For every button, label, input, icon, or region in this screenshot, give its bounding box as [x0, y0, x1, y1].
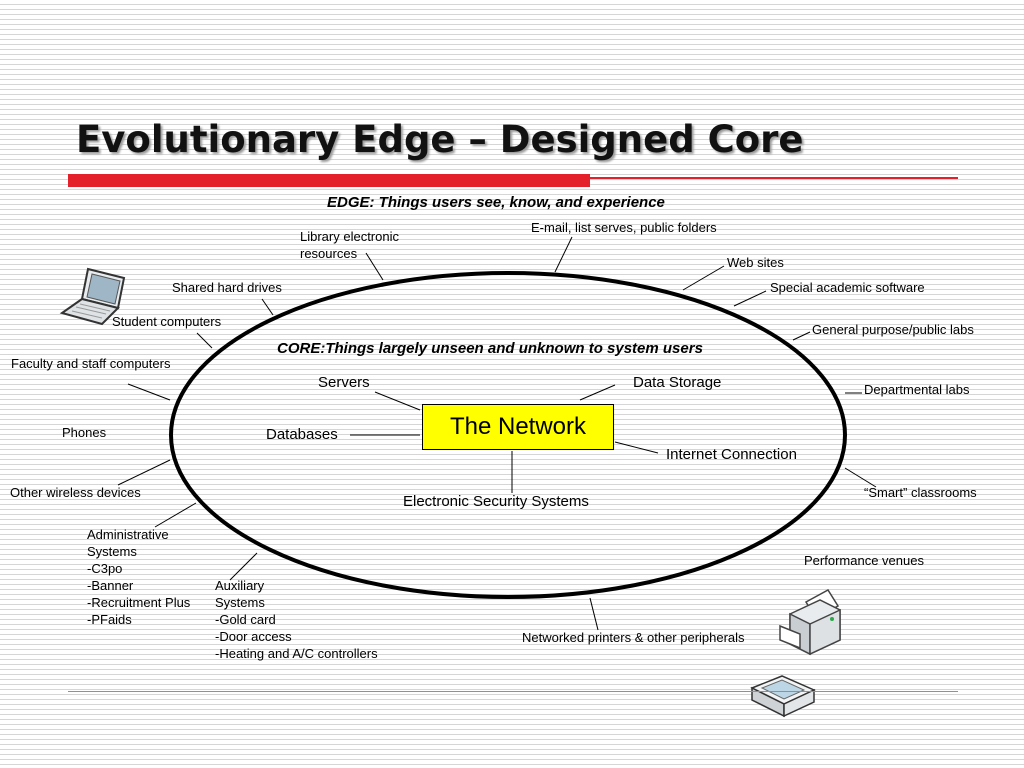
admin-systems-line: -C3po [87, 561, 123, 576]
core-servers: Servers [318, 374, 370, 391]
edge-library-line: Library electronic [300, 229, 399, 244]
connector-storage [579, 384, 616, 401]
printer-icon [779, 589, 841, 656]
slide-title: Evolutionary Edge – Designed Core [76, 118, 804, 161]
auxiliary-systems-line: -Heating and A/C controllers [215, 646, 378, 661]
edge-auxiliary-systems: Auxiliary Systems -Gold card -Door acces… [215, 577, 378, 662]
leader-wireless [117, 459, 171, 486]
auxiliary-systems-line: -Gold card [215, 612, 276, 627]
leader-general [792, 331, 811, 341]
edge-special-software: Special academic software [770, 280, 925, 295]
edge-email: E-mail, list serves, public folders [531, 220, 717, 235]
auxiliary-systems-line: -Door access [215, 629, 292, 644]
edge-wireless-devices: Other wireless devices [10, 485, 141, 500]
admin-systems-line: -Recruitment Plus [87, 595, 191, 610]
core-databases: Databases [266, 426, 338, 443]
core-data-storage: Data Storage [633, 374, 722, 391]
admin-systems-line: -PFaids [87, 612, 132, 627]
edge-library: Library electronic resources [300, 228, 399, 262]
leader-shared [261, 298, 274, 316]
connector-internet [614, 441, 659, 454]
title-underline-bar [68, 174, 590, 187]
edge-smart-classrooms: “Smart” classrooms [864, 485, 977, 500]
network-box: The Network [422, 404, 614, 450]
leader-auxiliary [229, 552, 258, 581]
footer-divider [68, 691, 958, 692]
edge-student-computers: Student computers [112, 314, 222, 329]
leader-admin [154, 502, 197, 528]
leader-library [365, 252, 384, 281]
title-underline-line [590, 177, 958, 179]
leader-special [733, 290, 767, 307]
admin-systems-line: -Banner [87, 578, 134, 593]
auxiliary-systems-line: Auxiliary [215, 578, 265, 593]
edge-shared-drives: Shared hard drives [172, 280, 282, 295]
leader-printers [589, 597, 599, 631]
admin-systems-line: Systems [87, 544, 137, 559]
edge-general-labs: General purpose/public labs [812, 322, 974, 337]
connector-servers [374, 391, 421, 411]
laptop-icon [59, 267, 126, 326]
edge-departmental-labs: Departmental labs [864, 382, 970, 397]
edge-faculty-computers: Faculty and staff computers [11, 356, 171, 371]
core-security-systems: Electronic Security Systems [403, 493, 589, 510]
edge-admin-systems: Administrative Systems -C3po -Banner -Re… [87, 526, 190, 628]
leader-smart [844, 467, 877, 488]
core-heading: CORE:Things largely unseen and unknown t… [277, 340, 703, 357]
edge-performance-venues: Performance venues [804, 553, 924, 568]
leader-faculty [127, 383, 171, 401]
core-ellipse [169, 271, 847, 599]
edge-library-line: resources [300, 246, 358, 261]
edge-heading: EDGE: Things users see, know, and experi… [327, 194, 665, 211]
admin-systems-line: Administrative [87, 527, 169, 542]
leader-student [196, 332, 213, 349]
scanner-icon [750, 675, 816, 718]
edge-phones: Phones [62, 425, 107, 440]
edge-web-sites: Web sites [727, 255, 784, 270]
auxiliary-systems-line: Systems [215, 595, 265, 610]
leader-email [554, 236, 573, 273]
core-internet-connection: Internet Connection [666, 446, 797, 463]
leader-web [682, 265, 725, 291]
edge-networked-printers: Networked printers & other peripherals [522, 630, 745, 645]
